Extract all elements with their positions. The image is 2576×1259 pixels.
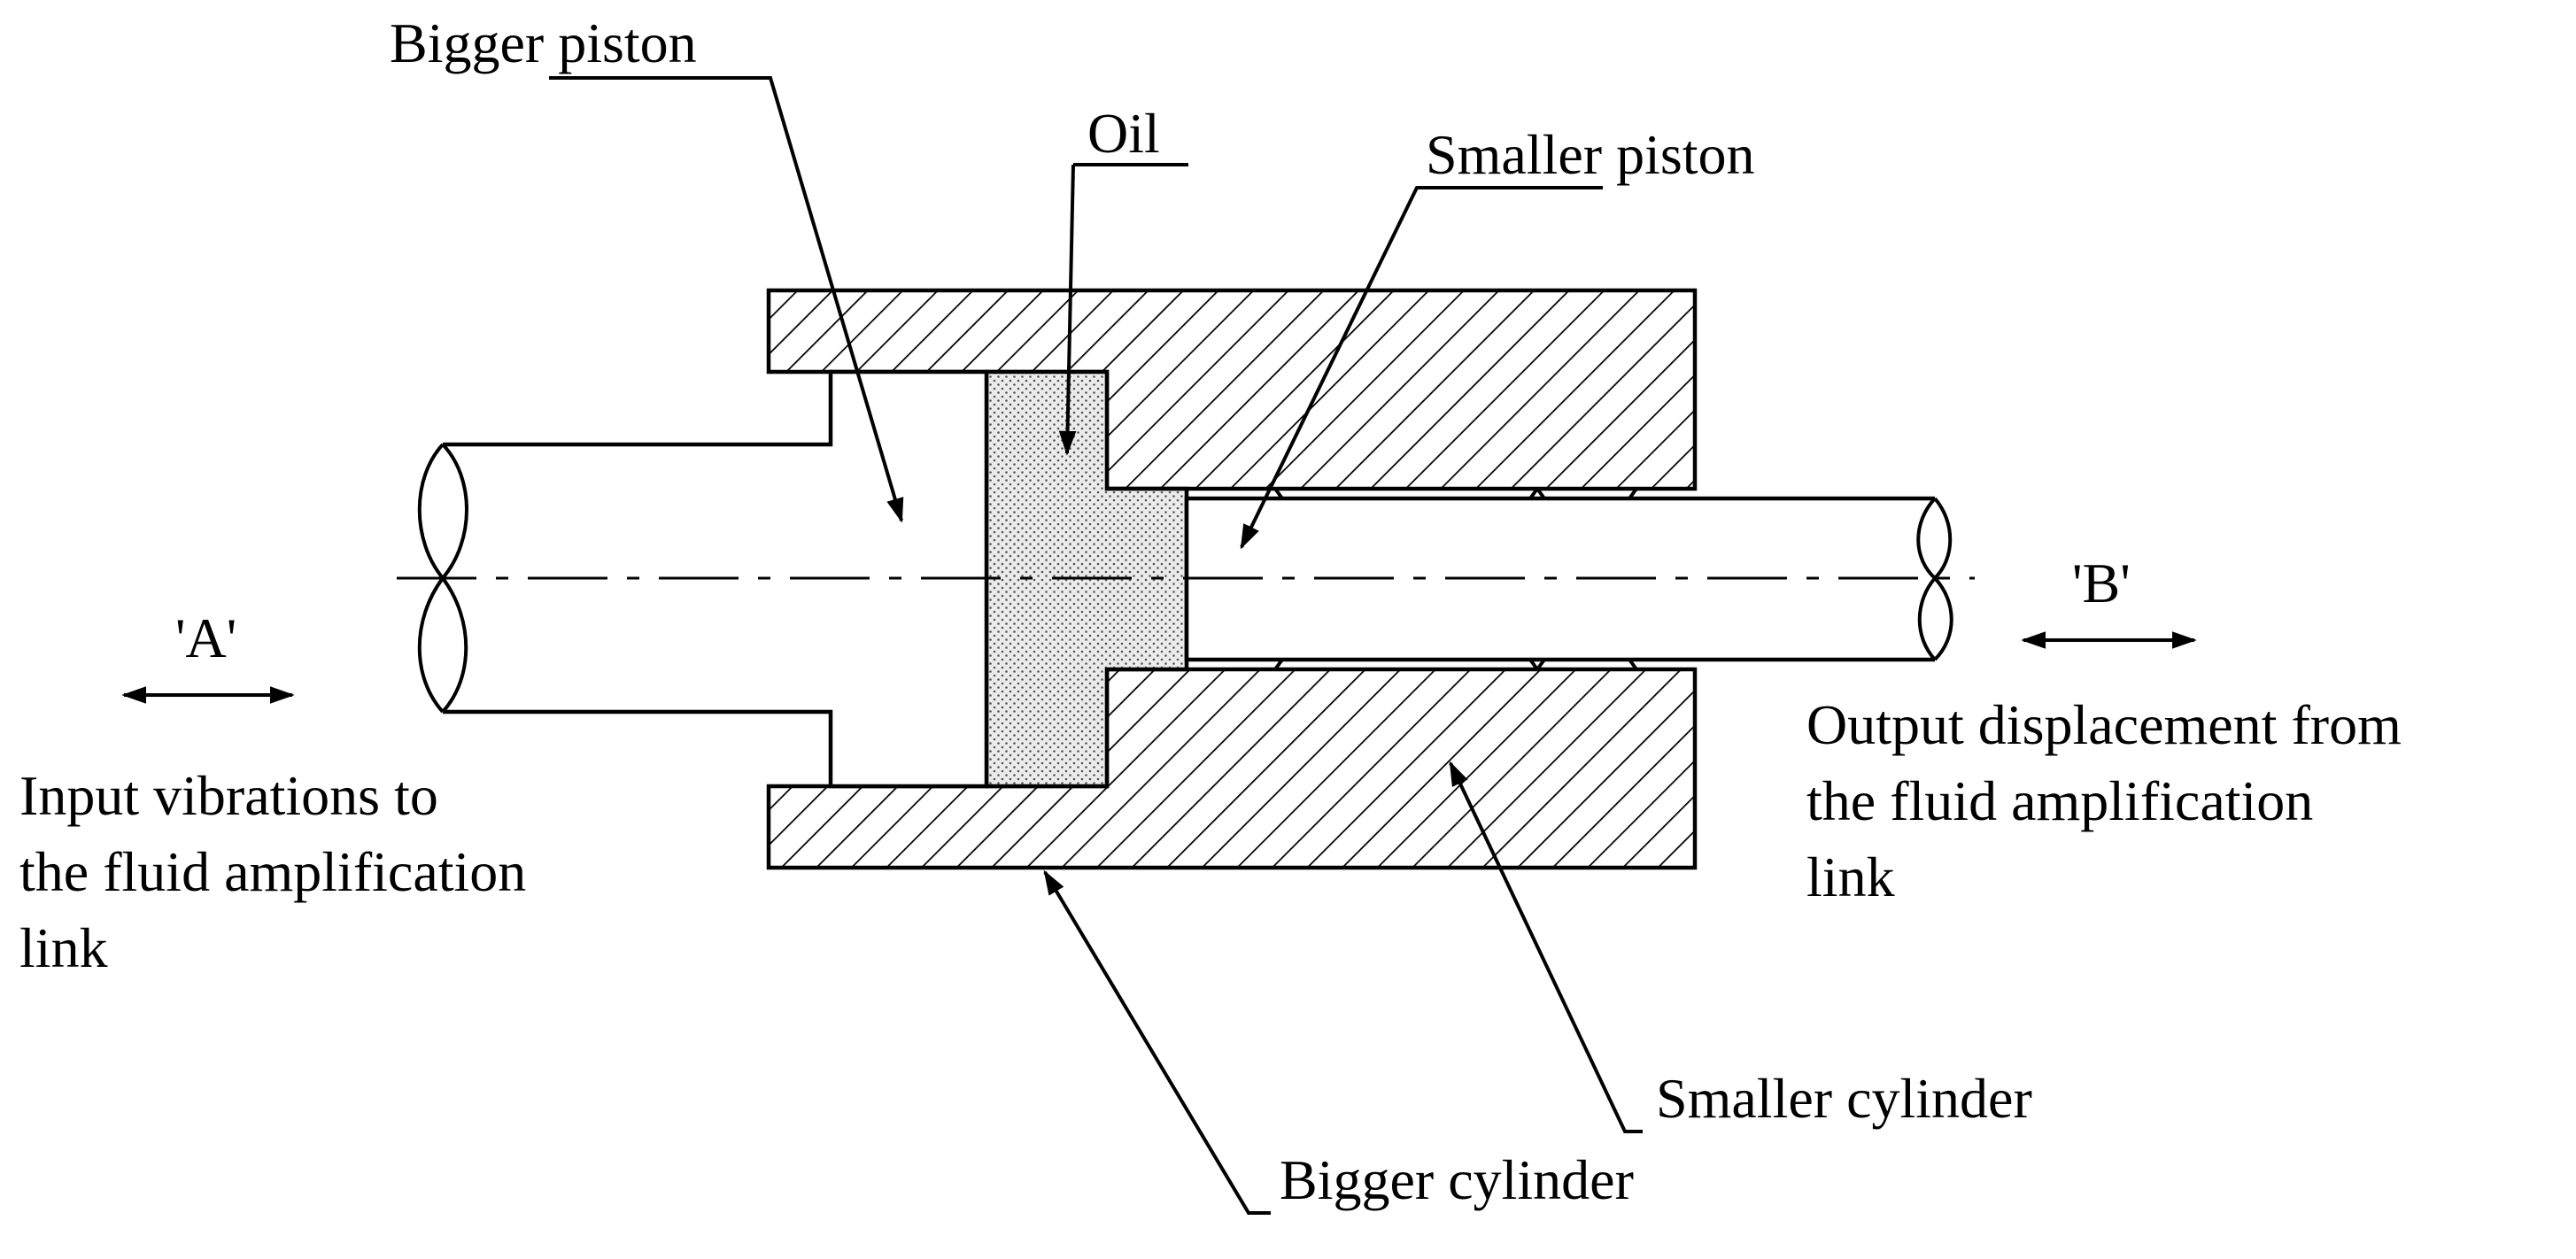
lower-groove [1273, 658, 1638, 671]
point-a-label: 'A' [175, 606, 236, 669]
bigger-piston-leader [549, 76, 904, 523]
bigger-piston-label: Bigger piston [390, 12, 697, 74]
smaller-piston-shaft-break-inner [1917, 497, 1953, 661]
smaller-cylinder-label: Smaller cylinder [1656, 1067, 2032, 1130]
smaller-piston-leader [1240, 186, 1603, 550]
input-caption-line1: Input vibrations to [19, 764, 438, 827]
output-caption-line3: link [1806, 846, 1895, 908]
input-caption-line3: link [19, 916, 108, 979]
input-caption-line2: the fluid amplification [19, 840, 526, 903]
upper-groove [1273, 487, 1638, 500]
output-caption-line1: Output displacement from [1806, 693, 2402, 756]
smaller-cylinder-leader [1449, 761, 1643, 1133]
oil-leader [1067, 163, 1188, 453]
bigger-cylinder-leader [1043, 869, 1271, 1215]
point-b-label: 'B' [2072, 552, 2131, 614]
smaller-piston-label: Smaller piston [1426, 123, 1755, 186]
oil-label: Oil [1087, 102, 1160, 165]
smaller-piston [1184, 496, 1935, 662]
bigger-cylinder-label: Bigger cylinder [1280, 1148, 1634, 1211]
output-caption-line2: the fluid amplification [1806, 769, 2313, 832]
